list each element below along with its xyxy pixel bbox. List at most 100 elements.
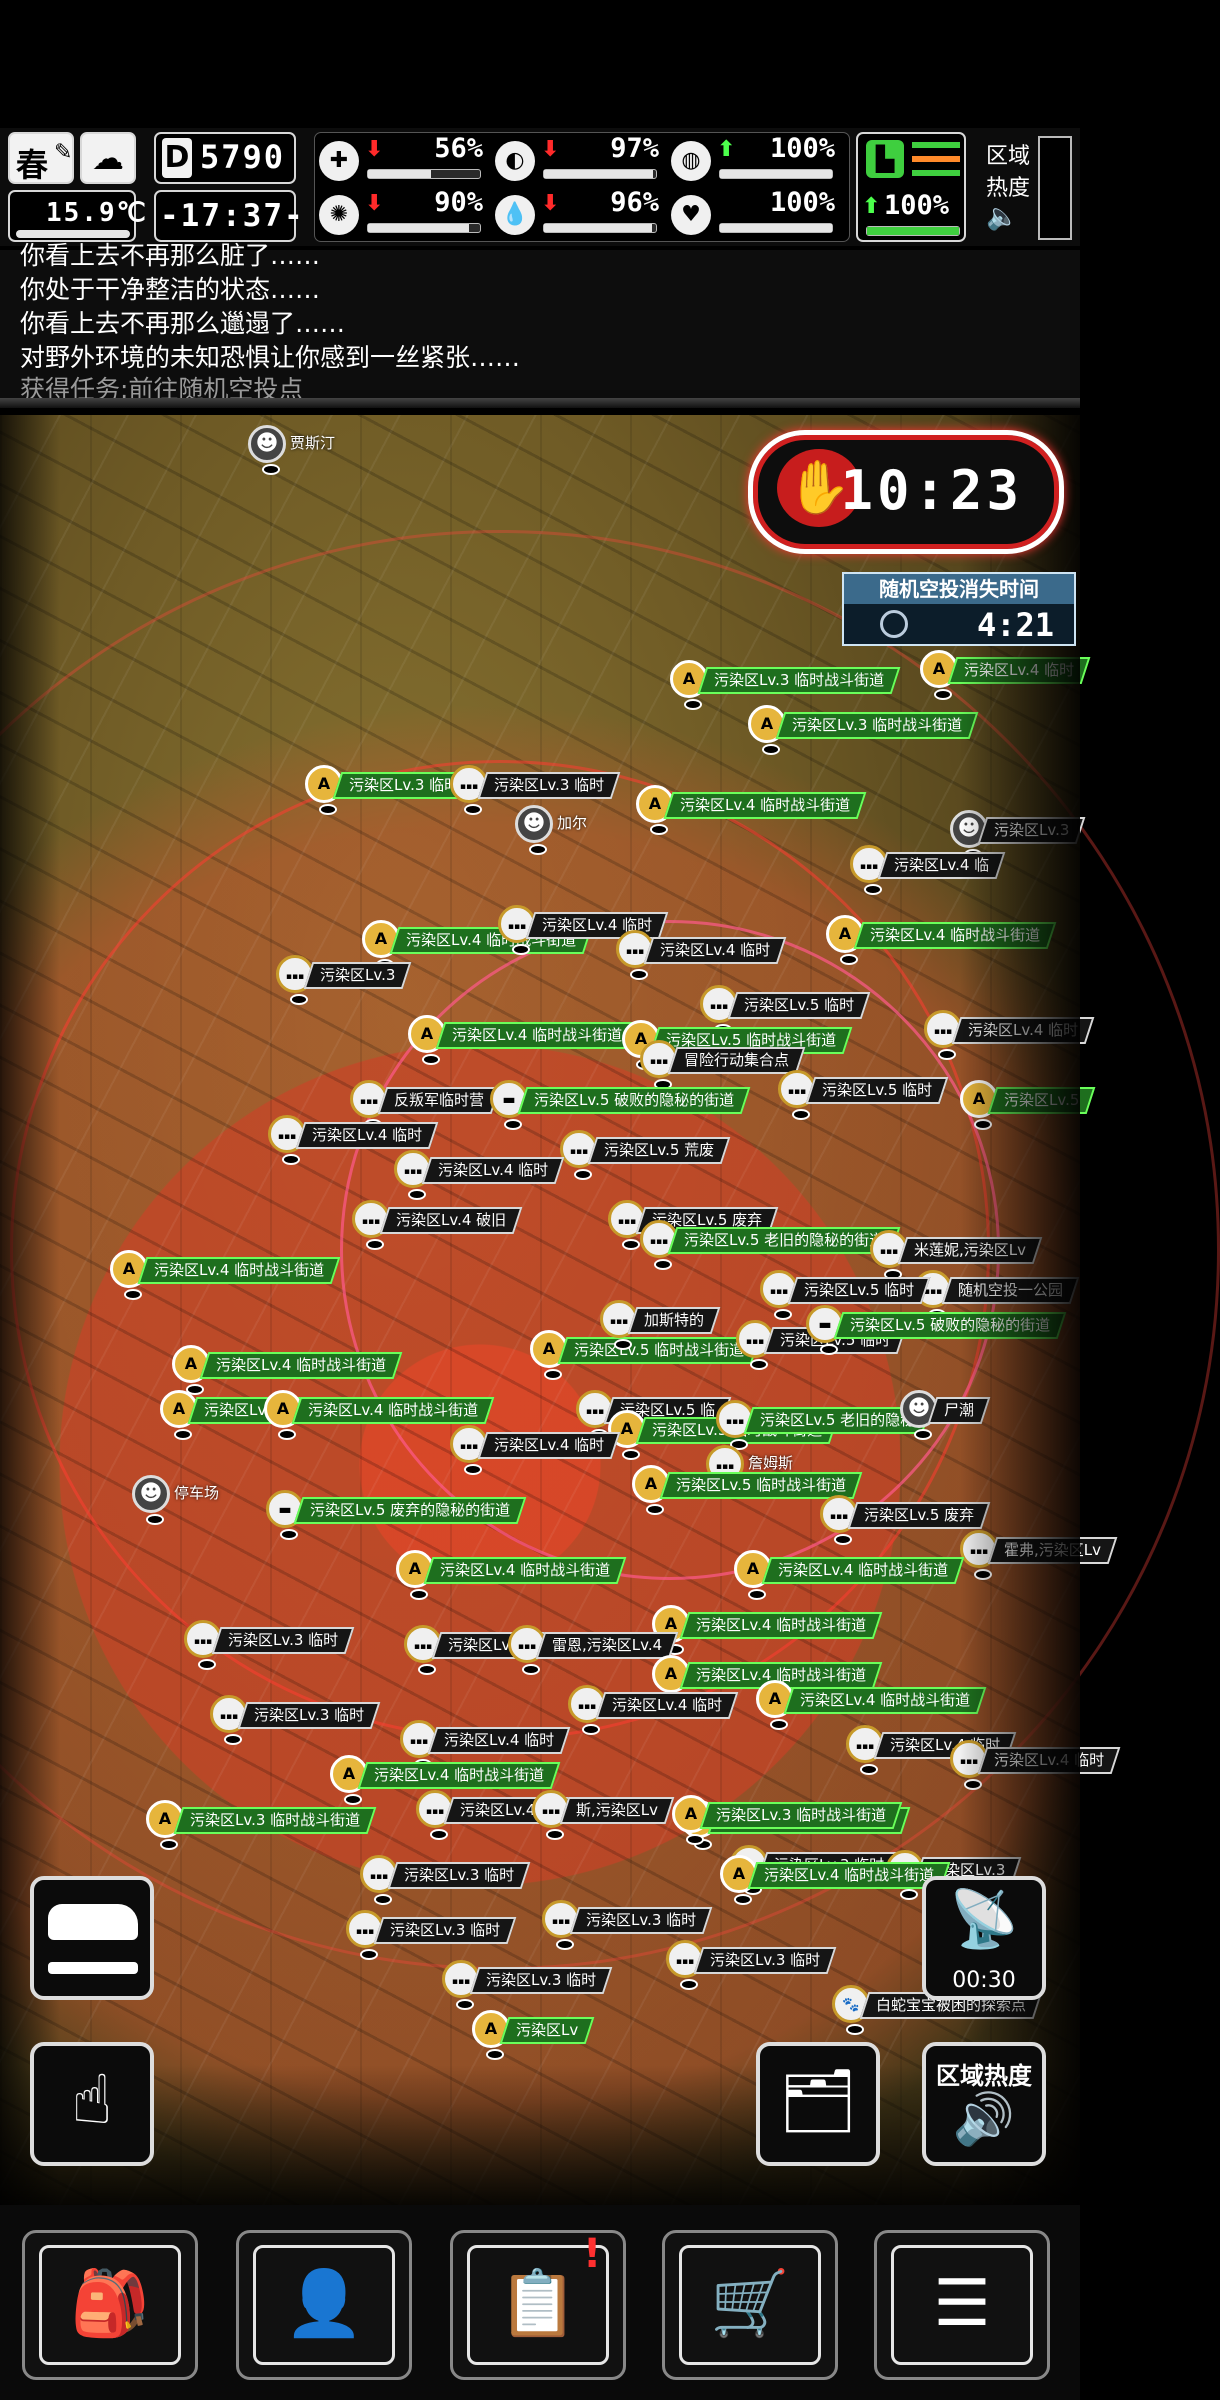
map-marker[interactable]: 污染区Lv.4 临时战斗街道	[362, 920, 1072, 970]
map-marker[interactable]: 污染区Lv.4 临时	[846, 1725, 1072, 1775]
map-marker[interactable]: 污染区Lv.4 临时	[400, 1720, 1072, 1770]
map-marker[interactable]: 斯,污染区Lv	[532, 1790, 1072, 1840]
event-icon	[268, 1115, 306, 1165]
map-marker[interactable]: 污染区Lv.4 临时	[498, 905, 1072, 955]
map-marker[interactable]: 米莲妮,污染区Lv	[870, 1230, 1072, 1280]
map-marker-label: 反叛军临时营	[377, 1087, 501, 1114]
map-marker[interactable]: 污染区Lv.4 临时	[924, 1010, 1095, 1060]
map-marker[interactable]: 污染区Lv.4 临时战斗街道	[160, 1390, 1072, 1440]
danger-ring-middle	[10, 760, 990, 1740]
map-marker[interactable]: 污染区Lv.4 临时	[404, 1625, 1072, 1675]
map-marker[interactable]: 污染区Lv.4 临时战斗街道	[652, 1655, 1072, 1705]
backpack-button[interactable]: 🎒	[22, 2230, 198, 2380]
map-marker[interactable]: 污染区Lv.4 临时战斗街道	[636, 785, 1072, 835]
map-marker[interactable]: 污染区Lv.4 临时战斗街道	[264, 1390, 1072, 1440]
map-marker[interactable]: 污染区Lv.4 临时	[416, 1790, 1072, 1840]
map-marker[interactable]: 冒险行动集合点	[640, 1040, 1072, 1090]
radar-cooldown: 00:30	[952, 1968, 1016, 1993]
map-marker[interactable]: 加斯特的	[600, 1300, 1072, 1350]
map-marker[interactable]: 污染区Lv.4 临时战斗街道	[396, 1550, 1072, 1600]
map-marker[interactable]: 污染区Lv.4 临时战斗街道	[680, 1800, 1072, 1850]
map-marker[interactable]: 污染区Lv.4 临时	[450, 1425, 1072, 1475]
map-marker-label: 污染区Lv.4 临时	[977, 1747, 1121, 1774]
map-marker[interactable]: 污染区Lv.4 临时	[268, 1115, 1072, 1165]
map-marker[interactable]: 污染区Lv.5 临时	[700, 985, 1072, 1035]
map-marker[interactable]: 污染区Lv.3 临时	[210, 1695, 1072, 1745]
menu-button[interactable]: ☰	[874, 2230, 1050, 2380]
map-marker[interactable]: 污染区Lv.4 临时战斗街道	[826, 915, 1072, 965]
map-marker[interactable]: 尸潮	[900, 1390, 1072, 1440]
battle-zone-icon	[652, 1655, 690, 1705]
map-marker[interactable]: 污染区Lv.5 破败的隐秘的街道	[806, 1305, 1072, 1355]
event-icon	[736, 1320, 774, 1370]
map-marker[interactable]: 污染区Lv.5 临时	[736, 1320, 1072, 1370]
map-marker[interactable]: 污染区Lv.5 临时战斗街道	[632, 1465, 1072, 1515]
world-map[interactable]: 贾斯汀污染区Lv.3 临时战斗街道污染区Lv.4 临时污染区Lv.3 临时战斗街…	[0, 415, 1220, 2205]
battle-zone-icon	[632, 1465, 670, 1515]
map-marker-label: 污染区Lv.4 临时战斗街道	[663, 792, 867, 819]
files-button[interactable]: 🗂	[756, 2042, 880, 2166]
stamina-bar	[866, 226, 960, 236]
map-marker[interactable]: 污染区Lv.5	[960, 1080, 1096, 1130]
region-heat-indicator[interactable]: 区域 热度 🔈	[986, 138, 1030, 232]
map-marker[interactable]: 污染区Lv.4 临时	[568, 1685, 1072, 1735]
radar-button[interactable]: 📡 00:30	[922, 1876, 1046, 2000]
vehicle-button[interactable]	[30, 1876, 154, 2000]
stats-panel: ✚⬇56%◐⬇97%◍⬆100%✺⬇90%💧⬇96%♥100%	[314, 132, 850, 242]
map-marker[interactable]: 雷恩,污染区Lv.4	[508, 1625, 1072, 1675]
shop-button[interactable]: 🛒	[662, 2230, 838, 2380]
map-marker[interactable]: 污染区Lv.5 临时	[760, 1270, 1072, 1320]
map-marker[interactable]: 污染区Lv.3	[276, 955, 1072, 1005]
map-marker-label: 污染区Lv.4 临时	[477, 1432, 621, 1459]
map-marker[interactable]: 污染区Lv.5 废弃	[608, 1200, 1072, 1250]
map-marker[interactable]: 污染区Lv.5 废弃	[820, 1495, 1072, 1545]
map-marker[interactable]: 污染区Lv.4 临时战斗街道	[408, 1015, 1072, 1065]
map-marker[interactable]: 污染区Lv.4 临时战斗街道	[756, 1680, 1072, 1730]
map-marker[interactable]: 污染区Lv.4 临时	[920, 650, 1091, 700]
event-icon	[924, 1010, 962, 1060]
tasks-button[interactable]: 📋 !	[450, 2230, 626, 2380]
map-marker[interactable]: 污染区Lv.5 破败的隐秘的街道	[490, 1080, 1072, 1130]
map-marker[interactable]: 霍弗,污染区Lv	[960, 1530, 1118, 1580]
battle-zone-icon	[734, 1550, 772, 1600]
map-marker[interactable]: 污染区Lv.5 废弃的隐秘的街道	[266, 1490, 1072, 1540]
clock-icon	[880, 610, 908, 638]
map-marker[interactable]: 污染区Lv.5 临时战斗街道	[622, 1020, 1072, 1070]
battle-zone-icon	[264, 1390, 302, 1440]
region-heat-button[interactable]: 区域热度 🔊	[922, 2042, 1046, 2166]
map-marker[interactable]: 污染区Lv.5 荒废	[560, 1130, 1072, 1180]
skills-button[interactable]: 👤	[236, 2230, 412, 2380]
map-marker[interactable]: 污染区Lv.5 临时战斗街道	[608, 1410, 1072, 1460]
map-marker[interactable]: 污染区Lv.4 临时	[950, 1740, 1121, 1790]
map-marker[interactable]: 污染区Lv.3 临时	[450, 765, 1072, 815]
map-marker[interactable]: 污染区Lv.4 临时	[394, 1150, 1072, 1200]
map-marker[interactable]: 污染区Lv.4 临时战斗街道	[110, 1250, 1072, 1300]
interact-button[interactable]: ☝	[30, 2042, 154, 2166]
map-marker[interactable]: 污染区Lv.4 破旧	[352, 1200, 1072, 1250]
map-marker[interactable]: 污染区Lv.3 临时战斗街道	[748, 705, 1072, 755]
map-marker[interactable]: 污染区Lv.3 临时战斗街道	[672, 1795, 1072, 1845]
map-marker[interactable]: 污染区Lv.4 临时战斗街道	[172, 1345, 1072, 1395]
map-marker[interactable]: 污染区Lv.3	[950, 810, 1086, 860]
map-marker[interactable]: 污染区Lv.5 老旧的隐秘	[716, 1400, 1072, 1450]
map-marker[interactable]: 污染区Lv.3 临时战斗街道	[146, 1800, 1072, 1850]
map-marker[interactable]: 污染区Lv.5 临	[576, 1390, 1072, 1440]
map-marker[interactable]: 停车场	[132, 1475, 1072, 1525]
log-divider	[0, 398, 1080, 408]
map-marker[interactable]: 加尔	[515, 805, 1072, 855]
map-marker[interactable]: 污染区Lv.4 临时战斗街道	[652, 1605, 1072, 1655]
map-marker[interactable]: 污染区Lv.4 临	[850, 845, 1072, 895]
log-line: 你看上去不再那么邋遢了……	[20, 309, 346, 338]
map-marker[interactable]: 污染区Lv.4 临时	[616, 930, 1072, 980]
map-marker[interactable]: 随机空投一公园	[914, 1270, 1080, 1320]
map-marker[interactable]: 詹姆斯	[706, 1445, 1072, 1495]
map-marker[interactable]: 污染区Lv.5 老旧的隐秘的街道	[640, 1220, 1072, 1270]
map-marker[interactable]: 污染区Lv.3 临时战斗街道	[670, 660, 1072, 710]
map-marker[interactable]: 污染区Lv.3 临时	[305, 765, 1072, 815]
map-marker[interactable]: 污染区Lv.5 临时	[778, 1070, 1072, 1120]
map-marker[interactable]: 反叛军临时营	[350, 1080, 1072, 1130]
map-marker[interactable]: 污染区Lv.5 临时战斗街道	[530, 1330, 1072, 1380]
map-marker[interactable]: 污染区Lv.4 临时战斗街道	[330, 1755, 1072, 1805]
map-marker[interactable]: 污染区Lv.3 临时	[184, 1620, 1072, 1670]
map-marker[interactable]: 污染区Lv.4 临时战斗街道	[734, 1550, 1072, 1600]
